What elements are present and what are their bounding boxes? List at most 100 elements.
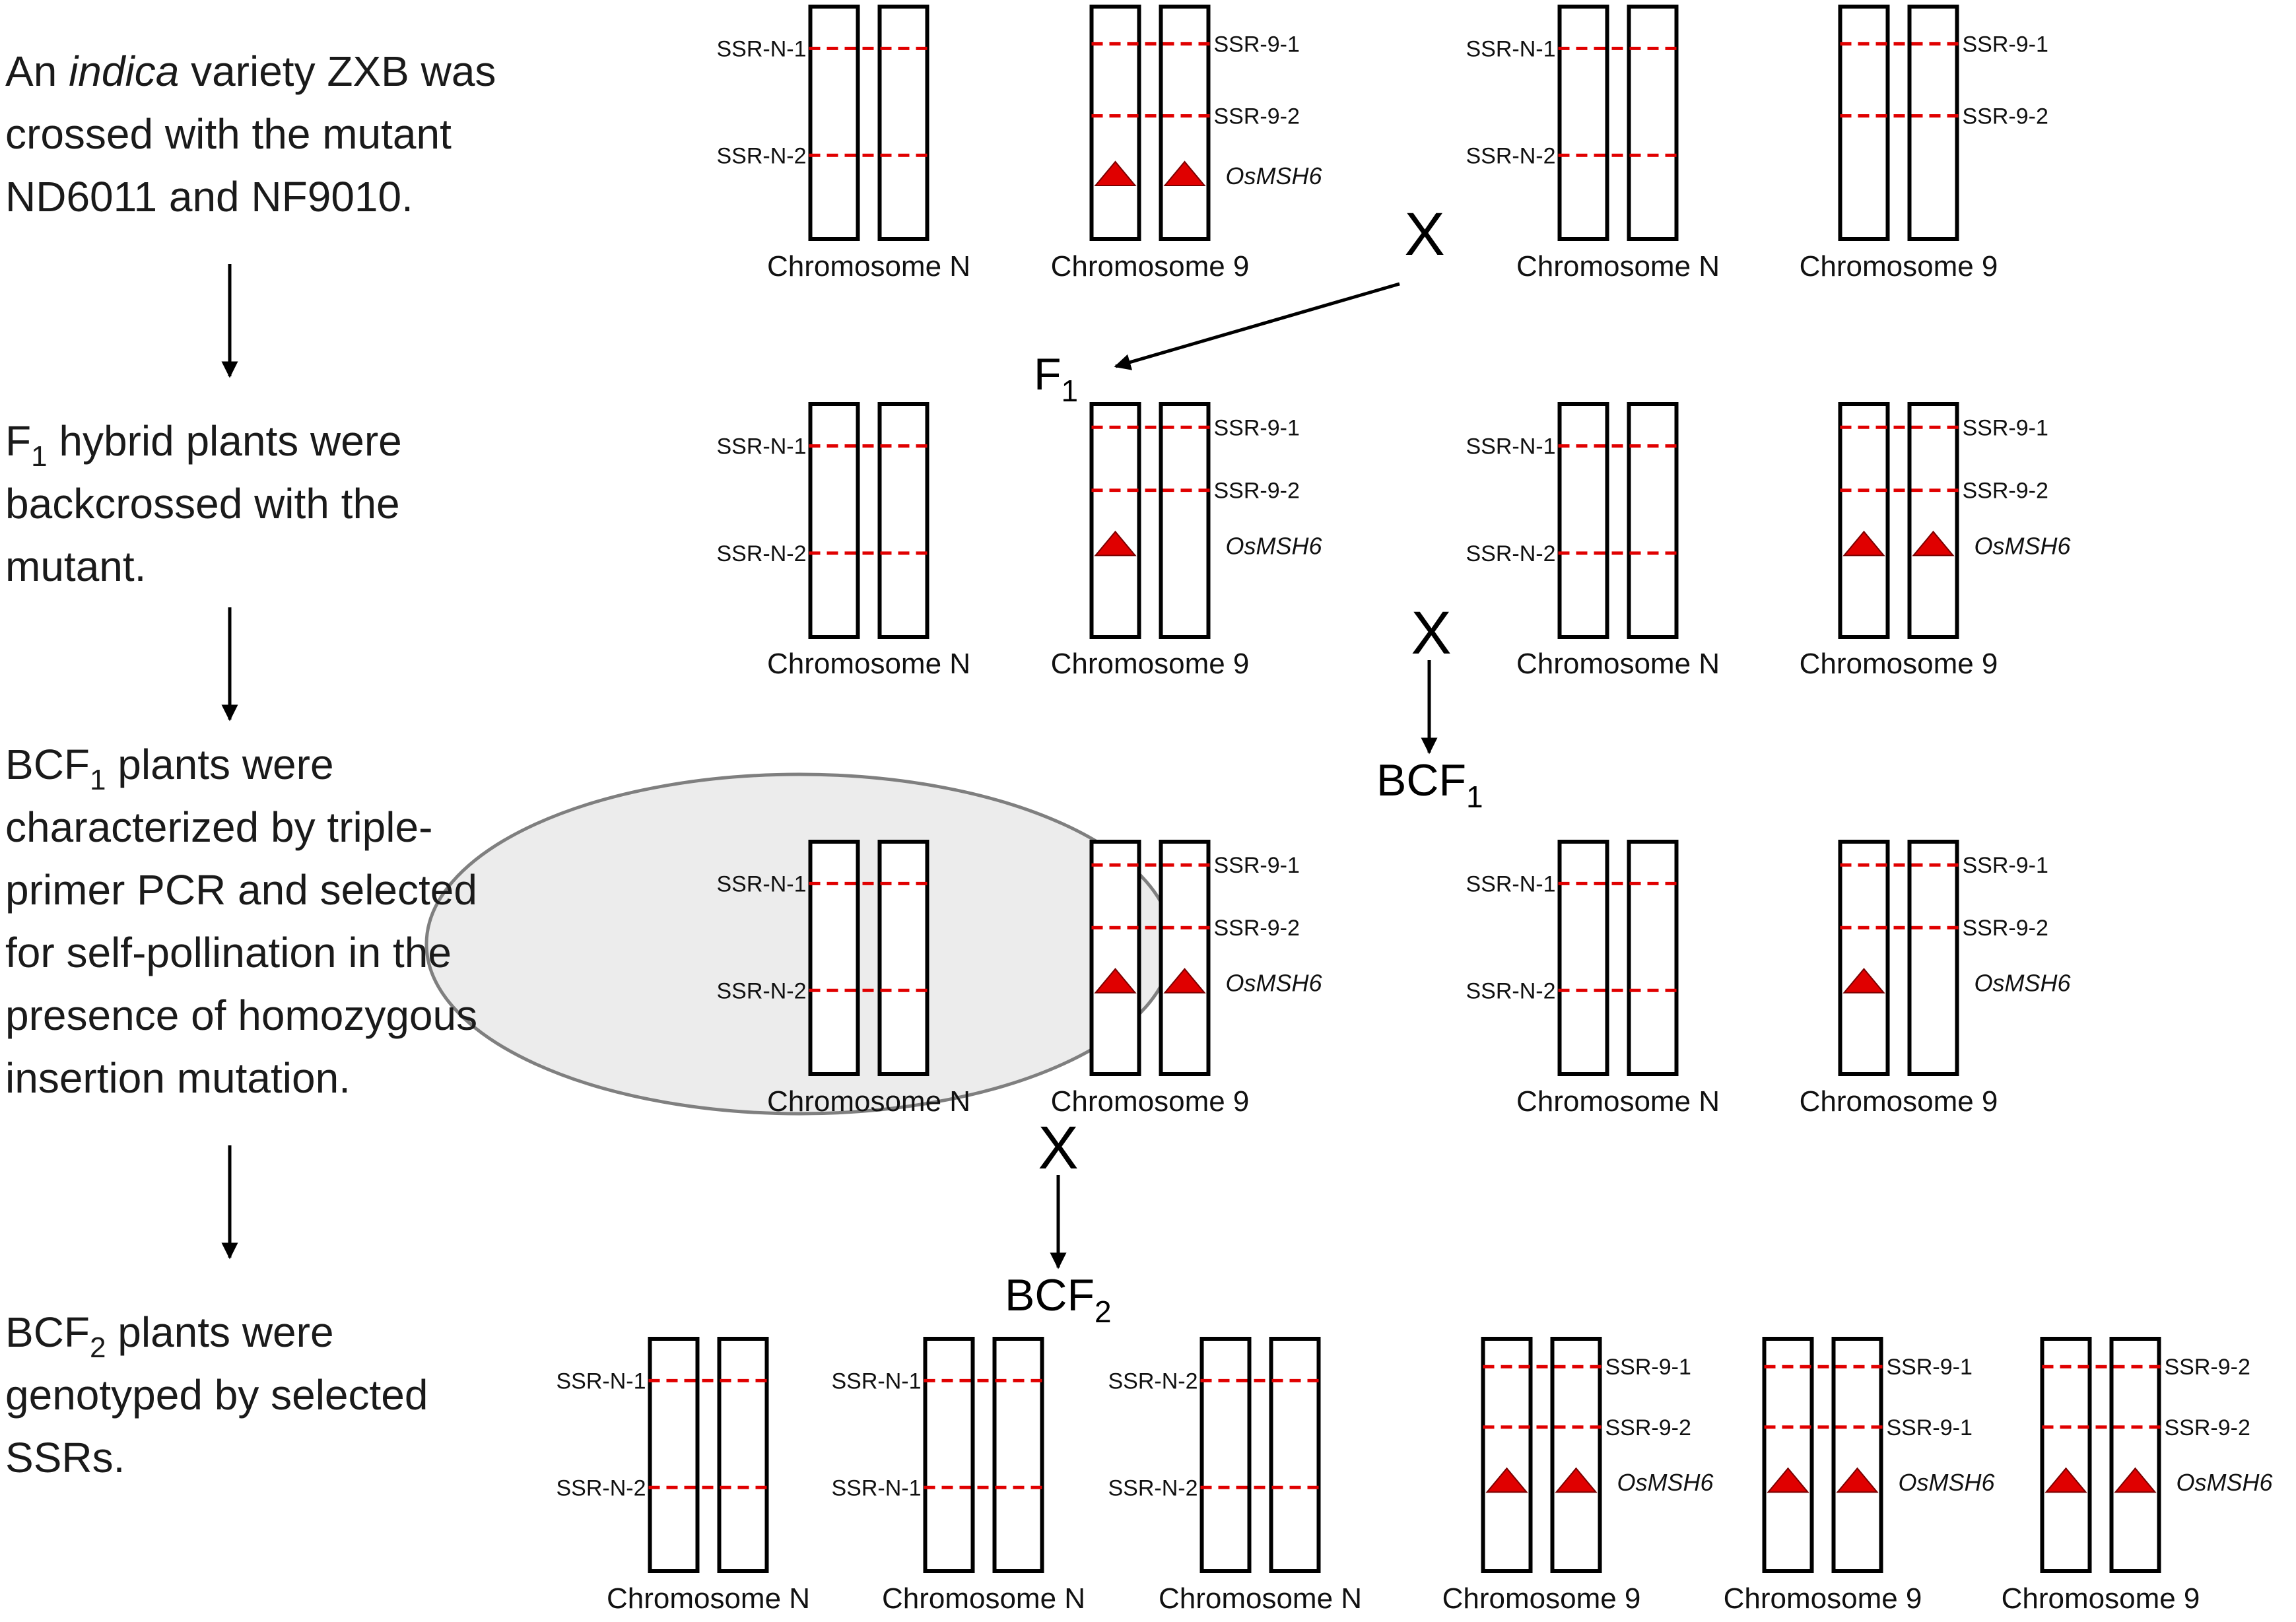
step-2-line-1-run-3: hybrid plants were (48, 417, 402, 465)
marker-label: SSR-N-2 (1108, 1369, 1198, 1394)
chromosome-right (992, 1337, 1044, 1573)
gene-label: OsMSH6 (1617, 1469, 1714, 1496)
insertion-marker (1094, 968, 1137, 994)
gene-label: OsMSH6 (1975, 532, 2072, 559)
marker-label: SSR-N-2 (1466, 541, 1555, 566)
marker-label: SSR-9-2 (1605, 1415, 1691, 1440)
cross-symbol-2: X (1411, 599, 1451, 667)
chromosome-title: Chromosome 9 (1724, 1582, 1922, 1615)
marker-label: SSR-9-1 (1963, 415, 2048, 440)
insertion-marker (2044, 1467, 2087, 1493)
marker-label: SSR-N-2 (1466, 978, 1555, 1003)
chromosome-right (1159, 5, 1211, 241)
step-3-line-6-run-1: insertion mutation. (5, 1054, 351, 1102)
chromosome-left (923, 1337, 975, 1573)
marker-label: SSR-9-2 (2165, 1415, 2250, 1440)
step-1-line-1-run-2: indica (69, 48, 179, 95)
bcf2-label: BCF2 (1005, 1270, 1112, 1329)
chromosome-title: Chromosome 9 (2002, 1582, 2200, 1615)
chromosome-left (1089, 402, 1141, 639)
insertion-marker (1912, 530, 1955, 557)
step-1-line-2-run-1: crossed with the mutant (5, 110, 452, 158)
chromosome-title: Chromosome N (1159, 1582, 1362, 1615)
chromosome-title: Chromosome 9 (1800, 1085, 1998, 1118)
marker-label: SSR-N-1 (556, 1369, 646, 1394)
gene-label: OsMSH6 (2177, 1469, 2274, 1496)
marker-label: SSR-9-2 (1214, 104, 1300, 129)
step-2-line-1-run-2: 1 (31, 440, 47, 473)
chromosome-left (1089, 840, 1141, 1076)
marker-label: SSR-9-1 (1214, 853, 1300, 878)
gene-label: OsMSH6 (1226, 970, 1323, 997)
insertion-marker (1555, 1467, 1598, 1493)
chromosome-left (1557, 840, 1609, 1076)
chromosome-left (1838, 402, 1890, 639)
chromosome-left (1838, 840, 1890, 1076)
chromosome-title: Chromosome 9 (1051, 250, 1250, 283)
chromosome-right (1907, 5, 1959, 241)
insertion-marker (1163, 160, 1206, 186)
chromosome-right (877, 402, 929, 639)
insertion-marker (1767, 1467, 1809, 1493)
gene-label: OsMSH6 (1899, 1469, 1996, 1496)
marker-label: SSR-9-2 (1214, 916, 1300, 941)
marker-label: SSR-9-1 (1887, 1355, 1973, 1380)
chromosome-right (1269, 1337, 1321, 1573)
step-2-line-2-run-1: backcrossed with the (5, 480, 400, 527)
chromosome-left (1838, 5, 1890, 241)
insertion-marker (1094, 160, 1137, 186)
step-1-line-1-run-1: An (5, 48, 69, 95)
insertion-marker (1836, 1467, 1879, 1493)
step-1-line-1-run-3: variety ZXB was (179, 48, 496, 95)
chromosome-title: Chromosome 9 (1800, 250, 1998, 283)
chromosome-right (877, 840, 929, 1076)
marker-label: SSR-9-1 (1605, 1355, 1691, 1380)
marker-label: SSR-N-1 (716, 434, 806, 459)
marker-label: SSR-9-2 (1963, 916, 2048, 941)
marker-label: SSR-9-2 (1963, 104, 2048, 129)
chromosome-title: Chromosome N (767, 250, 970, 283)
step-4-line-3-run-1: SSRs. (5, 1434, 125, 1481)
chromosome-title: Chromosome N (1516, 1085, 1720, 1118)
chromosome-title: Chromosome N (767, 1085, 970, 1118)
chromosome-title: Chromosome N (882, 1582, 1085, 1615)
chromosome-title: Chromosome N (1516, 250, 1720, 283)
step-3-line-1-run-2: 1 (90, 764, 106, 796)
chromosome-left (1762, 1337, 1814, 1573)
insertion-marker (1842, 968, 1885, 994)
step-4-line-1-run-1: BCF (5, 1308, 90, 1356)
cross-symbol-3: X (1038, 1114, 1078, 1182)
gene-label: OsMSH6 (1226, 532, 1323, 559)
marker-label: SSR-9-1 (1887, 1415, 1973, 1440)
chromosome-title: Chromosome 9 (1442, 1582, 1641, 1615)
bcf1-label-sub: 1 (1466, 780, 1483, 814)
marker-label: SSR-N-1 (716, 871, 806, 896)
bcf2-label-sub: 2 (1095, 1295, 1112, 1329)
marker-label: SSR-N-1 (831, 1475, 921, 1501)
chromosome-left (648, 1337, 700, 1573)
marker-label: SSR-N-2 (1466, 143, 1555, 168)
chromosome-right (717, 1337, 769, 1573)
chromosome-left (1089, 5, 1141, 241)
f1-label-sub: 1 (1062, 374, 1079, 408)
chromosome-left (1557, 5, 1609, 241)
step-3-line-1-run-1: BCF (5, 741, 90, 788)
step-4-line-1-run-3: plants were (106, 1308, 333, 1356)
marker-label: SSR-9-1 (1214, 32, 1300, 57)
marker-label: SSR-9-1 (1963, 32, 2048, 57)
chromosome-right (1907, 840, 1959, 1076)
